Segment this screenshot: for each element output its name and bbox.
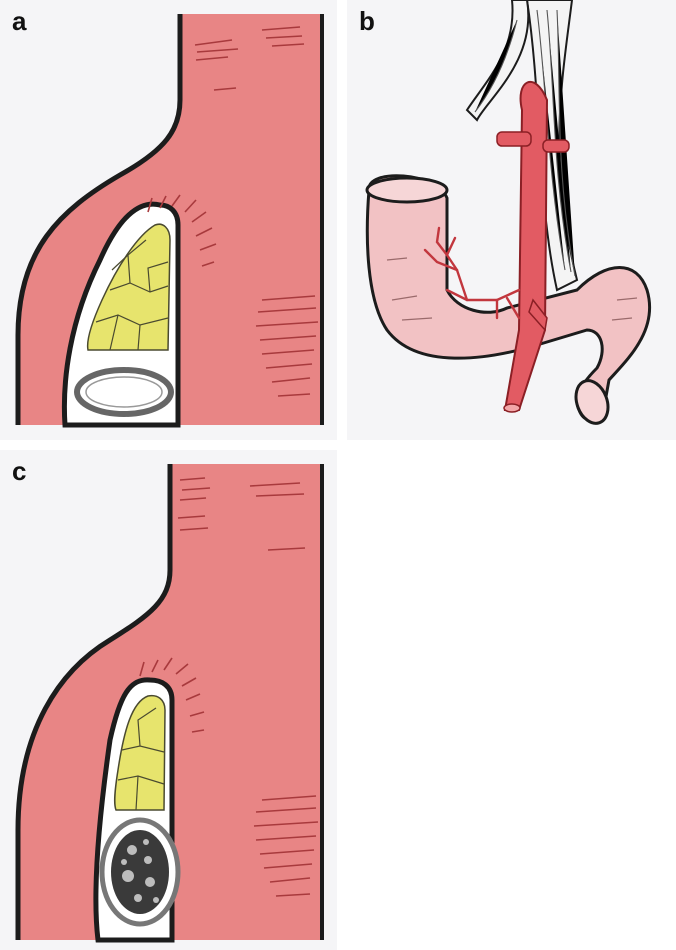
panel-a: a bbox=[0, 0, 337, 440]
panel-b-illustration bbox=[347, 0, 676, 440]
bowel-opening bbox=[367, 178, 447, 202]
panel-c-illustration bbox=[0, 450, 337, 950]
panel-label-c: c bbox=[12, 456, 26, 487]
panel-b: b bbox=[347, 0, 676, 440]
panel-label-a: a bbox=[12, 6, 26, 37]
panel-label-b: b bbox=[359, 6, 375, 37]
panel-c: c bbox=[0, 450, 337, 950]
main-vessel bbox=[505, 82, 547, 410]
panel-a-illustration bbox=[0, 0, 337, 440]
vessel-end bbox=[504, 404, 520, 412]
